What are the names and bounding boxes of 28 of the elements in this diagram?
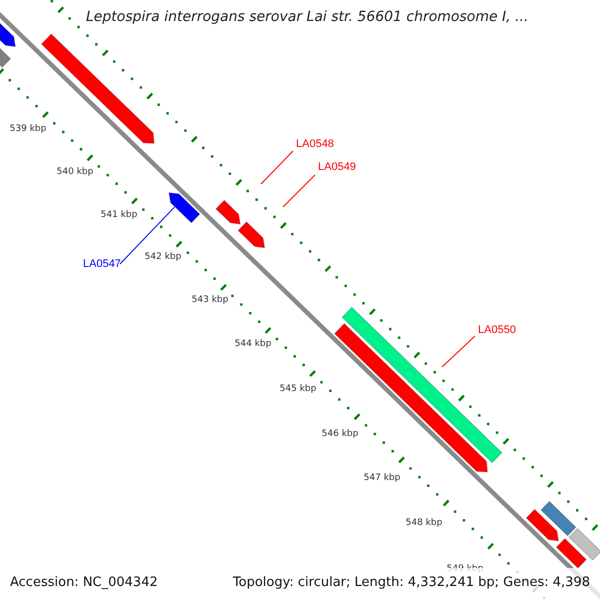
scale-label: 549 kbp — [446, 564, 484, 574]
gene-bar — [526, 508, 560, 542]
summary-text: Topology: circular; Length: 4,332,241 bp; Genes: 4,398 — [232, 575, 590, 590]
scale-label: 539 kbp — [10, 124, 46, 134]
gene-label: LA0547 — [83, 258, 121, 270]
gene-bar — [215, 200, 241, 225]
leader-line — [120, 206, 175, 264]
scale-label: 548 kbp — [406, 518, 442, 528]
gene-bar — [568, 528, 600, 561]
gene-label: LA0549 — [318, 161, 356, 173]
scale-label: 547 kbp — [364, 473, 400, 483]
scale-label: 545 kbp — [280, 384, 316, 394]
accession-text: Accession: NC_004342 — [10, 575, 158, 590]
scale-label: 543 kbp — [192, 295, 228, 305]
scale-label: 540 kbp — [56, 167, 94, 177]
gene-bar — [540, 500, 577, 536]
scale-label: 544 kbp — [234, 339, 272, 349]
scale-label: 541 kbp — [100, 210, 138, 220]
scale-label: 546 kbp — [322, 429, 358, 439]
leader-line — [442, 336, 476, 368]
leader-line — [282, 174, 316, 208]
gene-label: LA0548 — [296, 138, 334, 150]
scale-label: 542 kbp — [144, 252, 182, 262]
gene-bar — [238, 221, 266, 248]
gene-label: LA0550 — [478, 324, 516, 336]
map-title: Leptospira interrogans serovar Lai str. 56601 chromosome I, ... — [86, 9, 528, 25]
gene-bar — [168, 192, 200, 224]
leader-line — [260, 150, 294, 184]
